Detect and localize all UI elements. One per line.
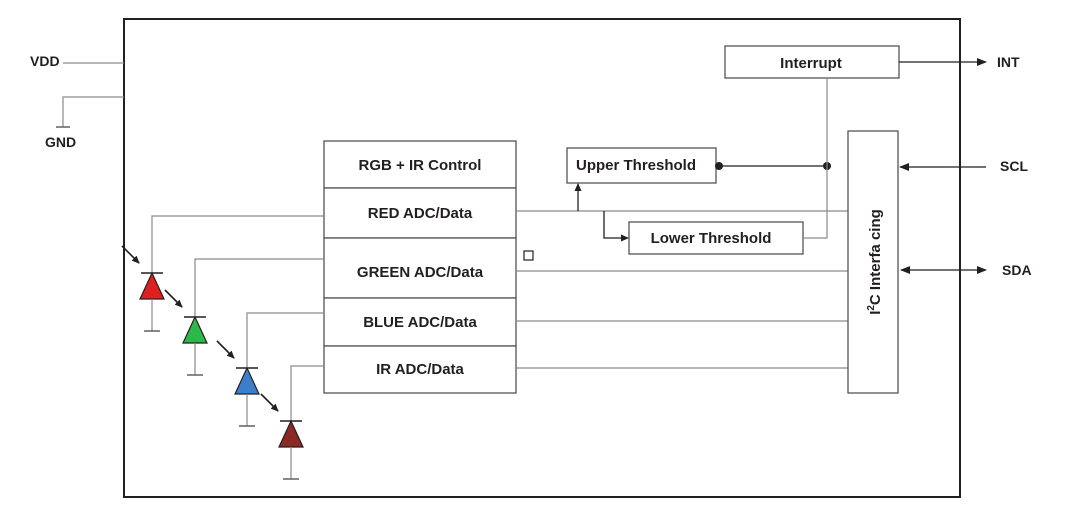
photodiode-ir bbox=[260, 393, 304, 480]
lower-threshold-label: Lower Threshold bbox=[651, 230, 772, 247]
i2c-interface-block bbox=[847, 130, 899, 394]
chip-outline bbox=[123, 18, 961, 498]
ir-diode-wire bbox=[290, 365, 324, 420]
photodiode-blue-light-arrow bbox=[216, 340, 235, 359]
lower-threshold-block bbox=[628, 221, 804, 255]
photodiode-ir-light-arrow bbox=[260, 393, 279, 412]
scl-label: SCL bbox=[1000, 158, 1028, 174]
gnd-wire bbox=[62, 96, 124, 127]
photodiode-ir-body bbox=[278, 419, 304, 448]
blue-diode-wire bbox=[246, 312, 324, 367]
blue-adc-block bbox=[323, 297, 517, 347]
red-diode-wire bbox=[151, 215, 324, 272]
green-adc-label: GREEN ADC/Data bbox=[357, 264, 484, 281]
interrupt-label: Interrupt bbox=[780, 55, 842, 72]
photodiode-green-body bbox=[182, 315, 208, 344]
junction-dot-1 bbox=[715, 162, 723, 170]
sda-label: SDA bbox=[1002, 262, 1032, 278]
to-lower-threshold-arrow bbox=[603, 211, 629, 242]
photodiode-red bbox=[121, 245, 165, 332]
i2c-interface-label: I2C Interfa cing bbox=[866, 209, 884, 315]
photodiode-red-body bbox=[139, 271, 165, 300]
photodiode-red-light-arrow bbox=[121, 245, 140, 264]
marker-square bbox=[523, 250, 534, 261]
upper-threshold-label: Upper Threshold bbox=[576, 157, 696, 174]
int-label: INT bbox=[997, 54, 1020, 70]
red-adc-block bbox=[323, 187, 517, 239]
gnd-label: GND bbox=[45, 134, 76, 150]
green-diode-wire bbox=[194, 258, 324, 316]
rgb-ir-control-label: RGB + IR Control bbox=[359, 157, 482, 174]
photodiode-blue bbox=[216, 340, 260, 427]
green-adc-block bbox=[323, 237, 517, 299]
photodiode-green bbox=[164, 289, 208, 376]
lower-threshold-out bbox=[803, 78, 828, 239]
red-adc-label: RED ADC/Data bbox=[368, 205, 473, 222]
photodiode-blue-body bbox=[234, 366, 260, 395]
vdd-label: VDD bbox=[30, 53, 60, 69]
photodiodes bbox=[121, 245, 304, 480]
ir-adc-label: IR ADC/Data bbox=[376, 361, 464, 378]
blue-adc-label: BLUE ADC/Data bbox=[363, 314, 477, 331]
ir-adc-block bbox=[323, 345, 517, 394]
interrupt-block bbox=[724, 45, 900, 79]
photodiode-green-light-arrow bbox=[164, 289, 183, 308]
rgb-ir-control-block bbox=[323, 140, 517, 189]
